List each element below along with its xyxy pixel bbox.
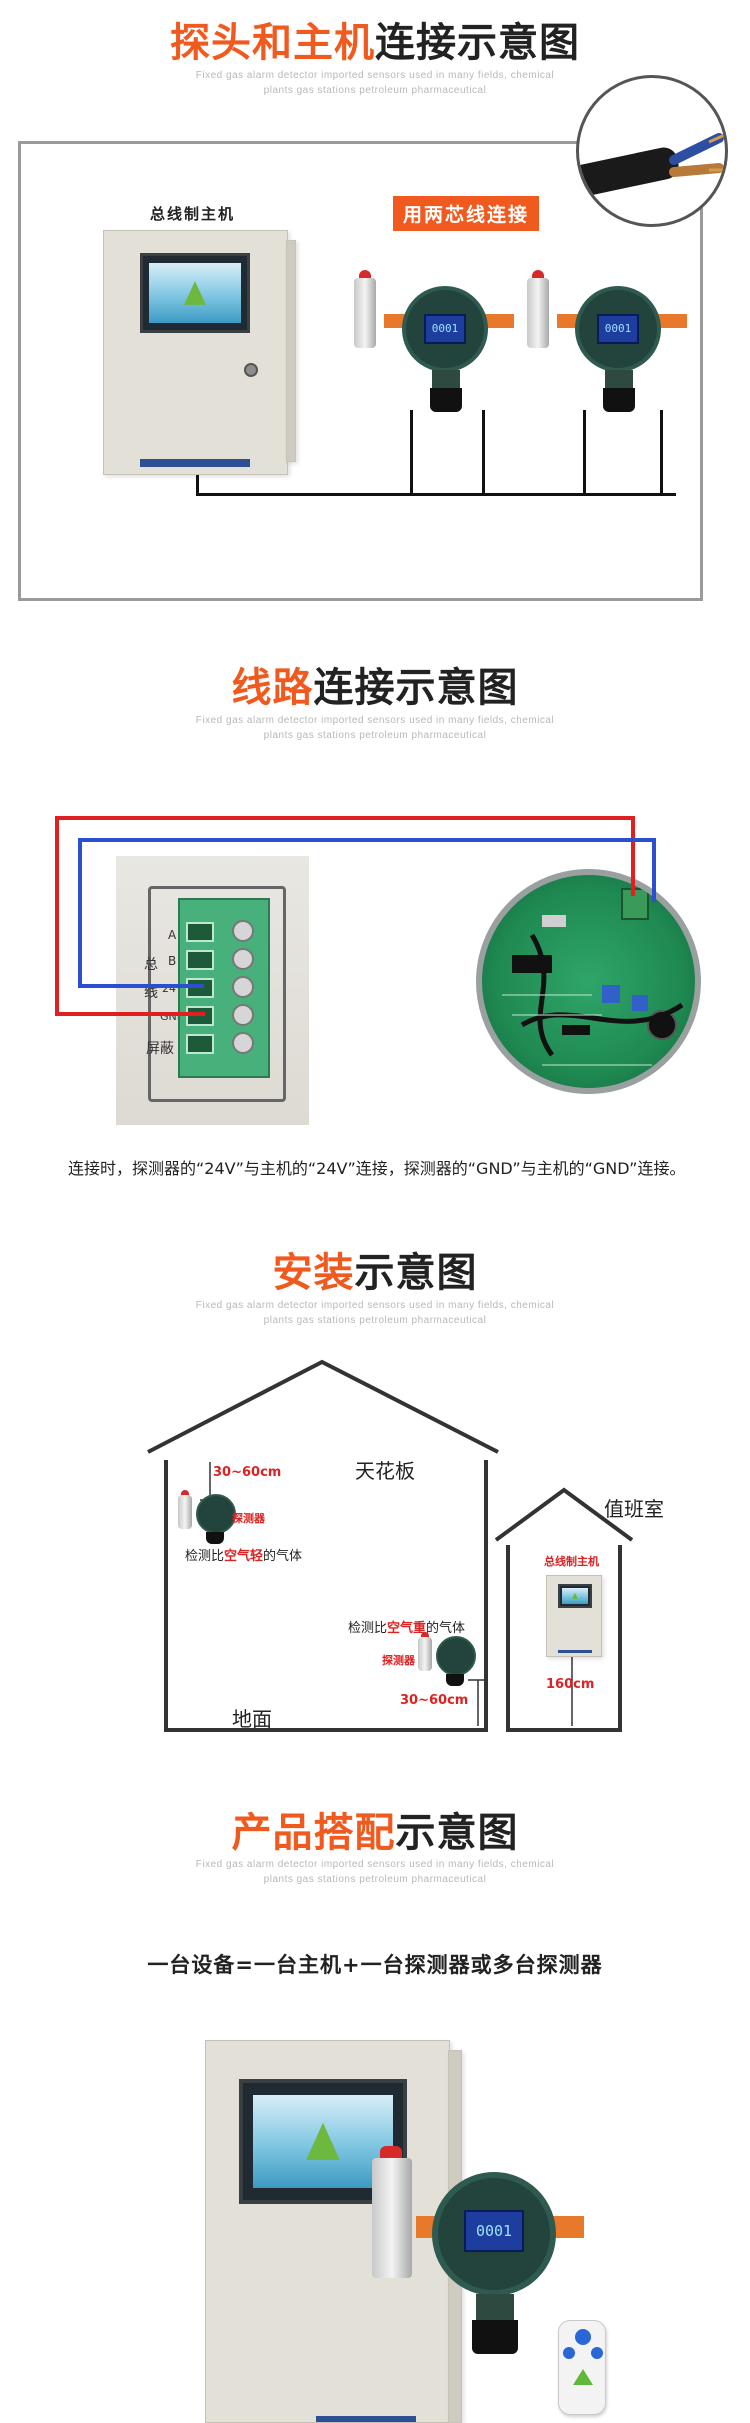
product-controller-cabinet [205, 2040, 450, 2423]
bottom-distance-label: 30~60cm [400, 1693, 469, 1708]
connection-frame [18, 141, 703, 601]
two-core-connection-tag: 用两芯线连接 [393, 196, 540, 231]
duty-room-label: 值班室 [604, 1497, 664, 1521]
cabinet-lock-icon [244, 363, 258, 377]
screw-icon [232, 976, 254, 998]
duty-controller-cabinet [546, 1575, 602, 1657]
cabinet-nameplate [140, 459, 250, 467]
screw-icon [232, 948, 254, 970]
screw-icon [232, 1004, 254, 1026]
bus-wire [196, 475, 199, 495]
two-core-cable-icon [579, 133, 725, 197]
section1-title: 探头和主机连接示意图 [170, 20, 580, 66]
terminal-block-photo: 总 线 屏蔽 A B 24V GND [116, 856, 309, 1125]
alarm-lamp-icon [359, 270, 371, 280]
remote-control [558, 2320, 606, 2415]
top-distance-label: 30~60cm [213, 1465, 282, 1480]
product-formula: 一台设备=一台主机+一台探测器或多台探测器 [147, 1953, 603, 1977]
section1-subtitle: Fixed gas alarm detector imported sensor… [195, 70, 555, 96]
section3-title: 安装示意图 [272, 1250, 478, 1296]
screw-icon [232, 920, 254, 942]
24v-wire-red [55, 816, 635, 820]
section3-subtitle: Fixed gas alarm detector imported sensor… [195, 1300, 555, 1326]
section2-title: 线路连接示意图 [231, 665, 519, 711]
product-nameplate [316, 2416, 416, 2422]
cable-zoom-image [576, 75, 728, 227]
light-gas-text: 检测比空气轻的气体 [185, 1549, 303, 1564]
screw-icon [232, 1032, 254, 1054]
ceiling-detector-label: 探测器 [232, 1512, 265, 1525]
detector-circuit-board [476, 869, 701, 1094]
floor-label: 地面 [232, 1707, 272, 1731]
alarm-lamp-icon [532, 270, 544, 280]
green-terminal-block [178, 898, 270, 1078]
duty-controller-label: 总线制主机 [544, 1555, 599, 1568]
controller-cabinet [103, 230, 288, 475]
ceiling-label: 天花板 [355, 1459, 415, 1483]
heavy-gas-text: 检测比空气重的气体 [348, 1621, 466, 1636]
floor-detector-label: 探测器 [382, 1654, 415, 1667]
gnd-wire-blue [78, 838, 656, 842]
section2-subtitle: Fixed gas alarm detector imported sensor… [195, 715, 555, 741]
controller-screen [140, 253, 250, 333]
brand-logo-icon [573, 2369, 593, 2385]
section4-subtitle: Fixed gas alarm detector imported sensor… [195, 1859, 555, 1885]
controller-label: 总线制主机 [150, 205, 236, 223]
section4-title: 产品搭配示意图 [231, 1810, 519, 1856]
controller-height-label: 160cm [546, 1677, 595, 1692]
wiring-note: 连接时，探测器的“24V”与主机的“24V”连接，探测器的“GND”与主机的“G… [68, 1159, 686, 1178]
remote-button-icon [575, 2329, 591, 2345]
